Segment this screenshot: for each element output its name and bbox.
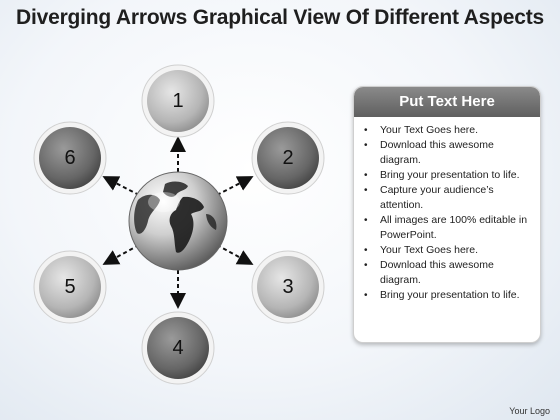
page-title: Diverging Arrows Graphical View Of Diffe… xyxy=(16,6,544,29)
list-item: Your Text Goes here. xyxy=(364,243,534,258)
node-6: 6 xyxy=(33,121,107,195)
node-5-label: 5 xyxy=(64,276,75,298)
node-2-label: 2 xyxy=(282,147,293,169)
node-2: 2 xyxy=(251,121,325,195)
list-item: Bring your presentation to life. xyxy=(364,168,534,183)
list-item: Bring your presentation to life. xyxy=(364,288,534,303)
arrows xyxy=(102,136,254,309)
arrow-to-6 xyxy=(102,176,140,196)
logo-text: Your Logo xyxy=(509,406,550,416)
panel-heading: Put Text Here xyxy=(354,87,540,117)
node-4: 4 xyxy=(141,311,215,385)
bullet-list: Your Text Goes here. Download this aweso… xyxy=(354,123,540,303)
node-6-label: 6 xyxy=(64,147,75,169)
text-panel: Put Text Here Your Text Goes here. Downl… xyxy=(353,86,541,343)
list-item: Your Text Goes here. xyxy=(364,123,534,138)
globe-icon xyxy=(128,171,228,271)
node-3: 3 xyxy=(251,250,325,324)
arrow-to-2 xyxy=(216,176,254,196)
arrow-to-5 xyxy=(102,244,140,265)
node-3-label: 3 xyxy=(282,276,293,298)
node-5: 5 xyxy=(33,250,107,324)
arrow-to-3 xyxy=(216,244,254,265)
node-4-label: 4 xyxy=(172,337,183,359)
list-item: All images are 100% editable in PowerPoi… xyxy=(364,213,534,243)
node-1: 1 xyxy=(141,64,215,138)
list-item: Download this awesome diagram. xyxy=(364,258,534,288)
node-1-label: 1 xyxy=(172,90,183,112)
list-item: Capture your audience’s attention. xyxy=(364,183,534,213)
list-item: Download this awesome diagram. xyxy=(364,138,534,168)
